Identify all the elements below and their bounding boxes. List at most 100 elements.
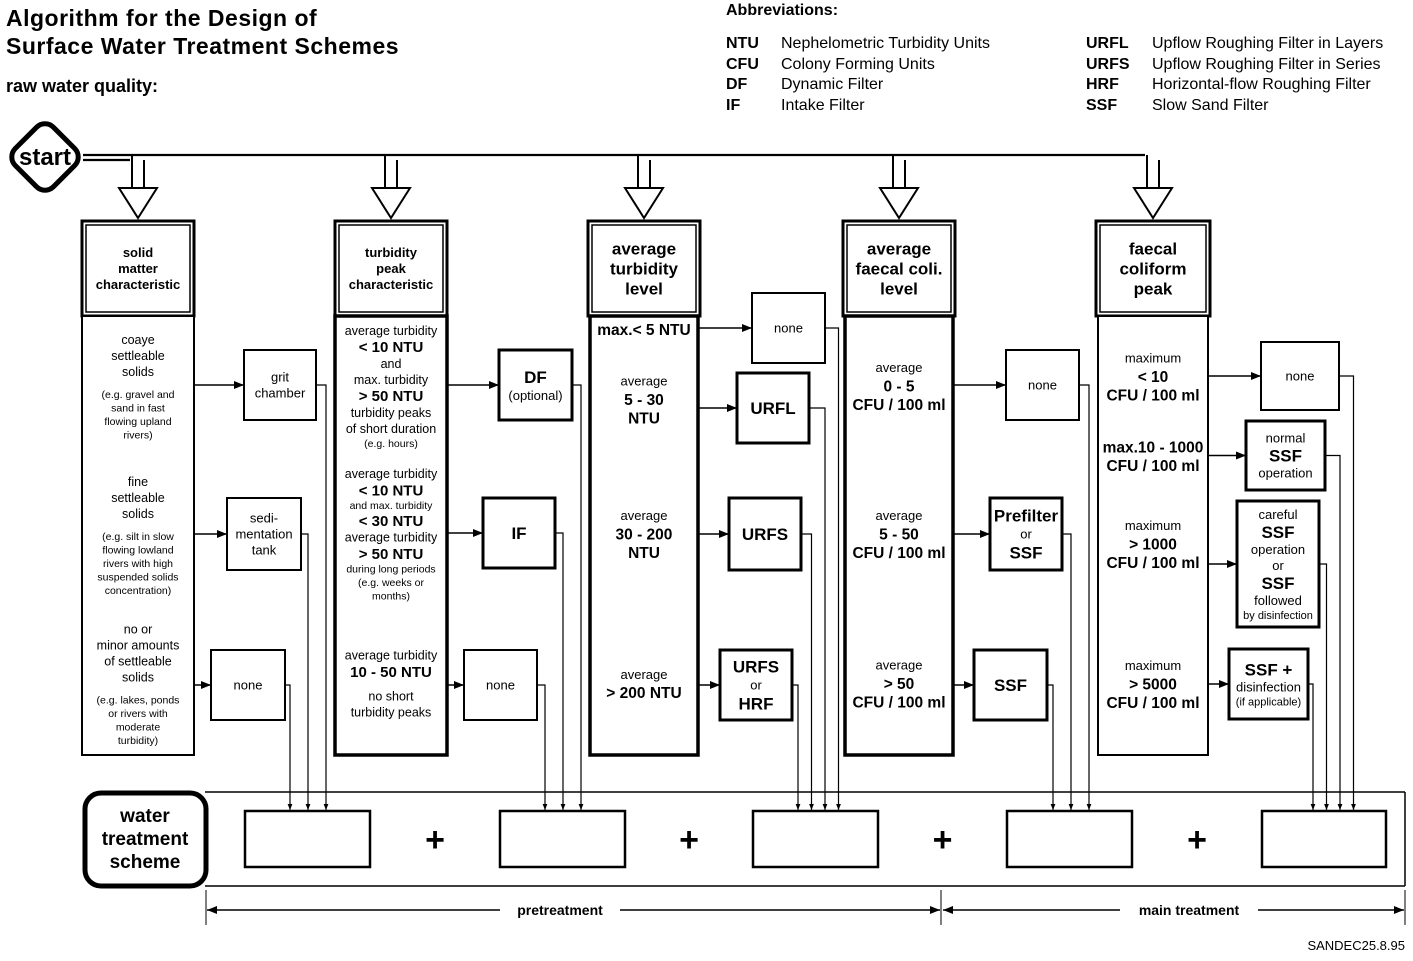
criterion-heading-line: faecal coli. <box>856 260 943 279</box>
scheme-slot-3 <box>751 809 880 869</box>
treatment-option-text-line: SSF <box>994 676 1027 695</box>
criterion-heading-line: matter <box>118 261 158 276</box>
abbreviation-value: Colony Forming Units <box>781 55 935 73</box>
abbreviation-key: URFS <box>1086 55 1130 73</box>
condition-text-line: NTU <box>628 545 660 562</box>
criterion-heading-line: average <box>867 240 931 259</box>
treatment-option-box <box>988 496 1064 572</box>
criterion-heading-line: turbidity <box>365 245 418 260</box>
condition-text-line: turbidity) <box>118 735 158 747</box>
condition-text-line: average <box>621 508 668 523</box>
treatment-option-text-line: tank <box>252 543 277 558</box>
abbreviation-key: NTU <box>726 35 759 52</box>
condition-text-line: of short duration <box>346 422 436 436</box>
condition-text-line: 10 - 50 NTU <box>350 664 432 681</box>
option-to-scheme-line <box>1062 533 1074 810</box>
condition-text-line: sand in fast <box>111 403 165 415</box>
treatment-option-box <box>226 497 302 571</box>
condition-text-line: solids <box>122 671 154 685</box>
condition-text-line: solids <box>122 507 154 521</box>
treatment-option-box <box>1235 499 1321 629</box>
condition-text-line: > 50 <box>884 676 915 693</box>
criterion-heading-line: solid <box>123 245 153 260</box>
treatment-option-box <box>972 648 1049 722</box>
condition-text-line: average turbidity <box>345 324 438 338</box>
main-treatment-label: main treatment <box>1139 902 1240 918</box>
criterion-header-inner <box>846 224 952 313</box>
condition-text-line: average turbidity <box>345 531 438 545</box>
abbreviation-key: DF <box>726 76 748 93</box>
option-to-scheme-line <box>1308 683 1316 810</box>
treatment-option-text-line: operation <box>1251 542 1305 557</box>
condition-text-line: > 5000 <box>1129 676 1177 693</box>
condition-text-line: settleable <box>111 349 165 363</box>
condition-text-line: max. turbidity <box>354 373 429 387</box>
treatment-option-box <box>718 648 794 722</box>
treatment-option-text-line: SSF <box>1261 523 1294 542</box>
diagram-title: Algorithm for the Design of Surface Wate… <box>6 4 399 60</box>
option-to-scheme-line <box>1339 375 1356 810</box>
condition-text-line: rivers) <box>123 430 152 442</box>
condition-text-line: coaye <box>121 333 154 347</box>
option-to-scheme-line <box>825 327 841 810</box>
abbreviation-value: Intake Filter <box>781 96 865 114</box>
scheme-slot-1 <box>243 809 372 869</box>
start-label: start <box>19 144 71 171</box>
condition-text-line: max.10 - 1000 <box>1103 439 1204 456</box>
start-node <box>9 121 81 193</box>
condition-text-line: flowing lowland <box>102 544 173 556</box>
criterion-header-inner <box>1099 224 1207 313</box>
condition-text-line: (e.g. silt in slow <box>102 531 174 543</box>
condition-column <box>81 315 195 756</box>
condition-text-line: concentration) <box>105 585 172 597</box>
treatment-option-box <box>735 371 811 445</box>
criterion-heading-line: faecal <box>1129 240 1177 259</box>
treatment-option-text-line: IF <box>511 524 526 543</box>
condition-text-line: CFU / 100 ml <box>1106 555 1199 572</box>
treatment-option-text-line: none <box>1286 369 1315 384</box>
treatment-option-box <box>497 348 574 422</box>
abbreviation-value: Upflow Roughing Filter in Layers <box>1152 35 1384 52</box>
option-to-scheme-line <box>801 533 814 810</box>
treatment-option-box <box>1244 419 1327 492</box>
condition-text-line: average turbidity <box>345 649 438 663</box>
treatment-option-box <box>210 649 286 721</box>
treatment-option-text-line: none <box>486 678 515 693</box>
condition-text-line: average <box>621 667 668 682</box>
condition-text-line: > 50 NTU <box>359 388 424 405</box>
water-treatment-scheme-label-line: scheme <box>110 852 181 873</box>
condition-text-line: CFU / 100 ml <box>852 694 945 711</box>
raw-water-quality-label: raw water quality: <box>6 76 159 96</box>
condition-text-line: settleable <box>111 491 165 505</box>
treatment-option-box <box>1005 349 1080 421</box>
treatment-option-box <box>463 649 538 721</box>
treatment-option-box <box>727 496 803 572</box>
criterion-heading-line: level <box>625 280 663 299</box>
criterion-heading-line: characteristic <box>349 277 434 292</box>
option-to-scheme-line <box>1319 563 1329 810</box>
condition-text-line: turbidity peaks <box>351 406 432 420</box>
condition-column <box>1097 315 1209 756</box>
column-feed-arrow <box>878 187 920 220</box>
treatment-option-text-line: mentation <box>235 527 292 542</box>
treatment-option-text-line: none <box>774 321 803 336</box>
water-treatment-scheme-label-line: water <box>119 806 170 827</box>
condition-text-line: fine <box>128 475 148 489</box>
condition-text-line: > 1000 <box>1129 536 1177 553</box>
water-treatment-scheme-box <box>82 790 209 889</box>
condition-text-line: minor amounts <box>97 639 180 653</box>
treatment-option-text-line: normal <box>1266 431 1306 446</box>
treatment-option-text-line: URFS <box>742 525 788 544</box>
plus-sign: + <box>1187 821 1207 859</box>
condition-text-line: average <box>876 658 923 673</box>
condition-text-line: 30 - 200 <box>616 526 673 543</box>
condition-text-line: maximum <box>1125 518 1181 533</box>
criterion-heading-line: average <box>612 240 676 259</box>
abbreviations-heading: Abbreviations: <box>726 2 839 19</box>
treatment-option-text-line: or <box>1020 527 1032 542</box>
treatment-option-text-line: Prefilter <box>994 507 1059 526</box>
